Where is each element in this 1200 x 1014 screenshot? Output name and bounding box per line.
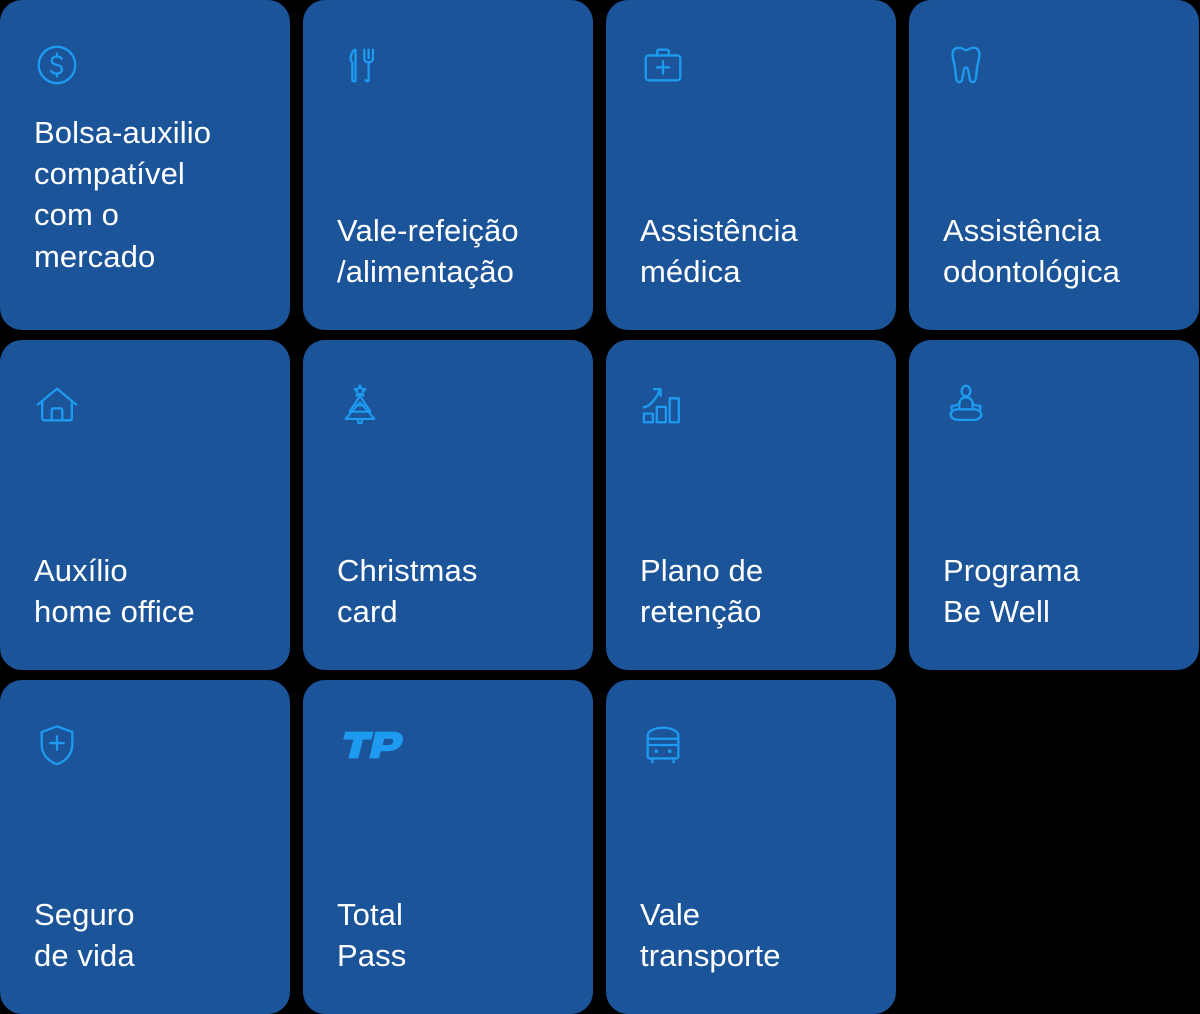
benefit-card-programa-be-well[interactable]: Programa Be Well (909, 340, 1199, 670)
meditation-icon (943, 382, 989, 428)
benefit-card-assistencia-odontologica[interactable]: Assistência odontológica (909, 0, 1199, 330)
benefit-card-empty-slot (909, 680, 1199, 1014)
benefit-title: Christmas card (337, 552, 478, 629)
benefit-title: Vale-refeição /alimentação (337, 212, 519, 289)
card-spacer (640, 88, 862, 210)
card-spacer (943, 428, 1165, 550)
benefit-title: Seguro de vida (34, 896, 135, 973)
benefit-title: Bolsa-auxilio compatível com o mercado (34, 115, 212, 274)
card-spacer (34, 768, 256, 894)
benefit-card-seguro-de-vida[interactable]: Seguro de vida (0, 680, 290, 1014)
dollar-circle-icon (34, 42, 80, 88)
card-spacer (943, 88, 1165, 210)
bus-icon (640, 722, 686, 768)
benefit-title: Programa Be Well (943, 552, 1080, 629)
growth-chart-icon (640, 382, 686, 428)
benefit-card-plano-de-retencao[interactable]: Plano de retenção (606, 340, 896, 670)
benefit-title: Total Pass (337, 896, 407, 973)
benefit-card-vale-refeicao[interactable]: Vale-refeição /alimentação (303, 0, 593, 330)
benefit-card-vale-transporte[interactable]: Vale transporte (606, 680, 896, 1014)
benefit-card-christmas-card[interactable]: Christmas card (303, 340, 593, 670)
card-spacer (337, 768, 559, 894)
home-icon (34, 382, 80, 428)
card-spacer (34, 428, 256, 550)
benefit-title: Plano de retenção (640, 552, 764, 629)
benefit-card-auxilio-home-office[interactable]: Auxílio home office (0, 340, 290, 670)
card-spacer (640, 768, 862, 894)
benefit-title: Assistência médica (640, 212, 798, 289)
benefit-card-assistencia-medica[interactable]: Assistência médica (606, 0, 896, 330)
totalpass-logo (337, 722, 559, 768)
benefit-title: Vale transporte (640, 896, 781, 973)
card-spacer (640, 428, 862, 550)
card-spacer (337, 88, 559, 210)
medical-kit-icon (640, 42, 686, 88)
benefit-title: Assistência odontológica (943, 212, 1121, 289)
benefit-card-bolsa-auxilio[interactable]: Bolsa-auxilio compatível com o mercado (0, 0, 290, 330)
shield-plus-icon (34, 722, 80, 768)
christmas-tree-icon (337, 382, 383, 428)
tooth-icon (943, 42, 989, 88)
benefit-title: Auxílio home office (34, 552, 195, 629)
card-spacer (337, 428, 559, 550)
benefit-card-total-pass[interactable]: Total Pass (303, 680, 593, 1014)
cutlery-icon (337, 42, 383, 88)
